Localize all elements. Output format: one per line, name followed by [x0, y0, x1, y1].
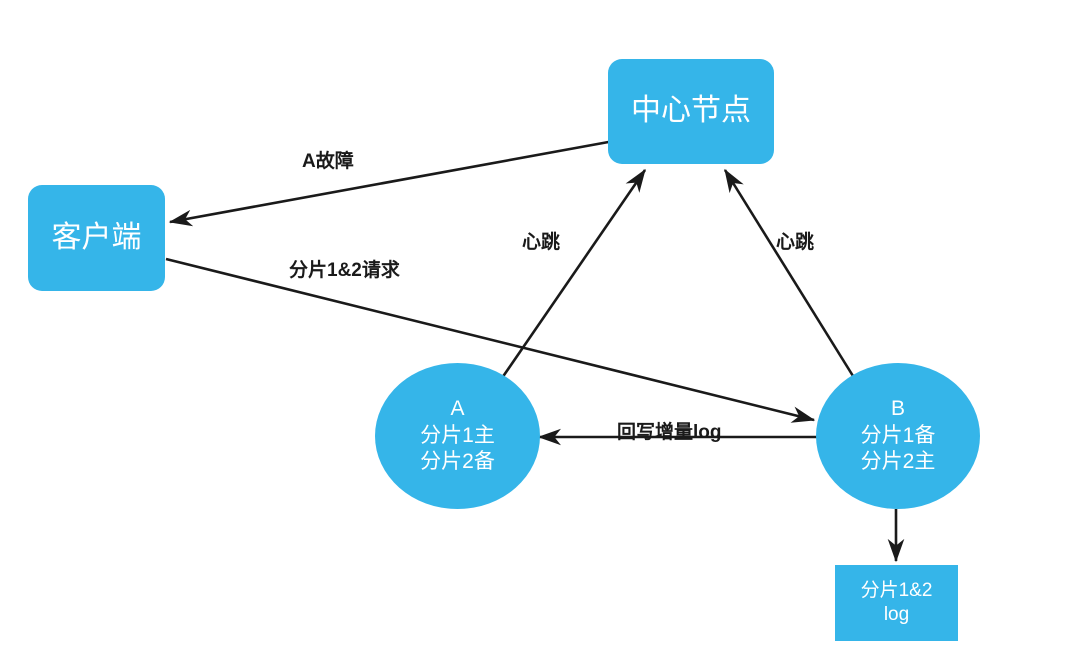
- node-client[interactable]: 客户端: [28, 185, 165, 291]
- node-center[interactable]: 中心节点: [608, 59, 774, 164]
- node-a[interactable]: A 分片1主 分片2备: [375, 363, 540, 509]
- node-log-line-1: 分片1&2: [860, 579, 933, 601]
- node-b-line-1: B: [890, 396, 905, 420]
- edge-label-writeback-log: 回写增量log: [617, 422, 722, 443]
- node-a-line-2: 分片1主: [420, 423, 495, 447]
- edge-label-heartbeat-b: 心跳: [776, 232, 815, 253]
- node-b-line-3: 分片2主: [860, 450, 936, 474]
- edge-label-shard-request: 分片1&2请求: [289, 260, 400, 281]
- edge-client-to-b: [165, 257, 816, 423]
- edge-b-to-center: [723, 168, 855, 377]
- node-a-line-3: 分片2备: [420, 450, 495, 474]
- edge-center-to-client: [168, 139, 615, 227]
- node-b-line-2: 分片1备: [860, 423, 936, 447]
- node-log-line-2: log: [883, 604, 910, 625]
- node-client-line-1: 客户端: [51, 220, 142, 254]
- node-a-line-1: A: [450, 396, 465, 420]
- node-log[interactable]: 分片1&2 log: [835, 565, 958, 641]
- node-center-line-1: 中心节点: [631, 94, 751, 128]
- edge-label-a-fault: A故障: [302, 151, 354, 172]
- edge-label-heartbeat-a: 心跳: [522, 232, 561, 253]
- edge-a-to-center: [500, 168, 647, 379]
- node-b[interactable]: B 分片1备 分片2主: [816, 363, 980, 509]
